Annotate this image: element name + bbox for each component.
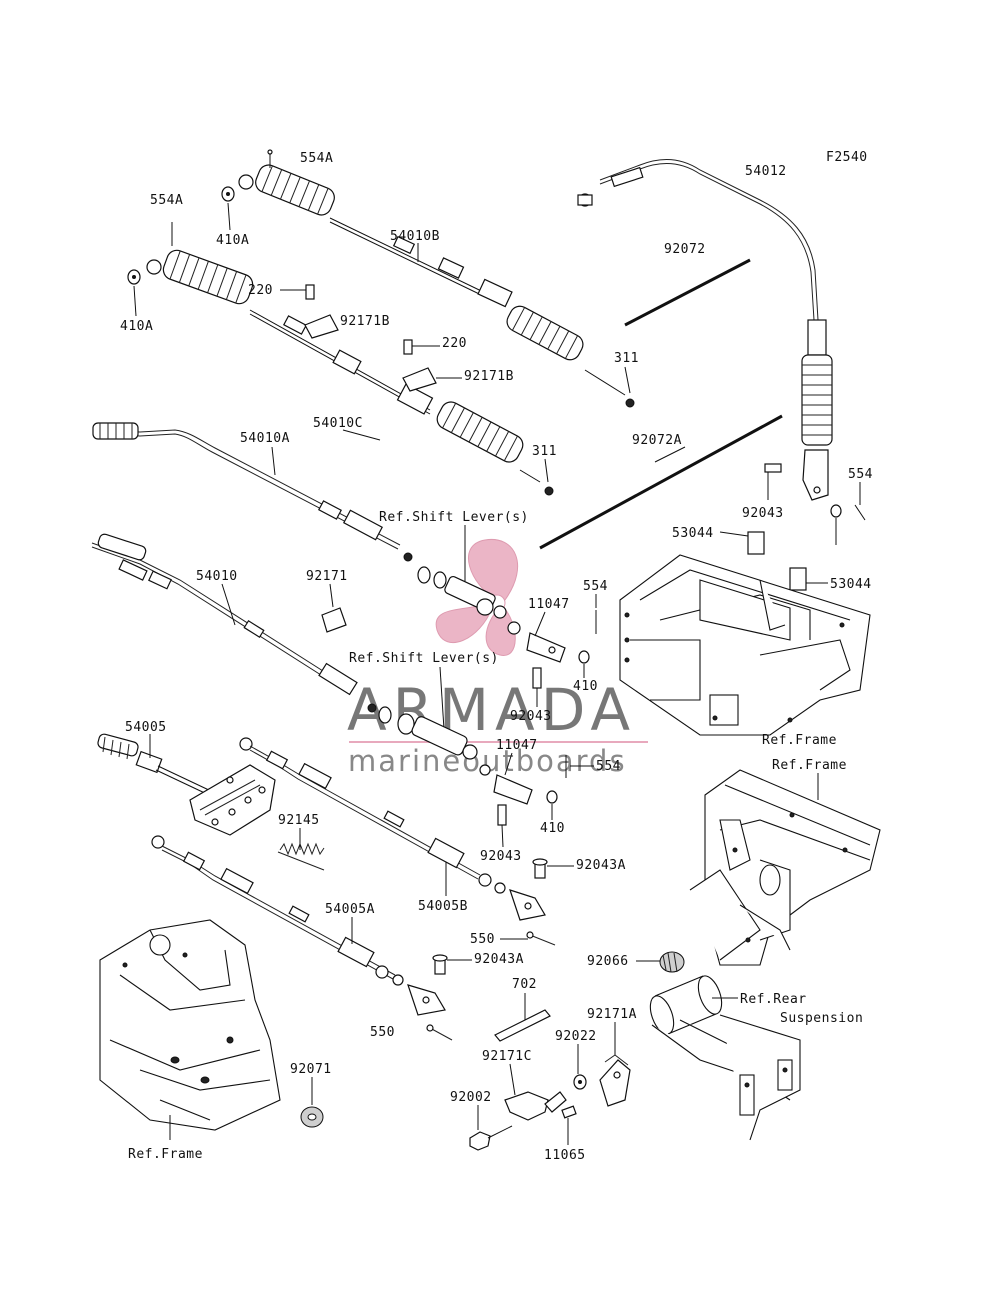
- rod-92072A: [539, 414, 783, 550]
- label-92043-mid: 92043: [510, 709, 552, 724]
- cotter-pin-554A-top: [267, 149, 273, 168]
- label-220-a: 220: [248, 283, 273, 298]
- label-92171: 92171: [306, 569, 348, 584]
- label-92043-right: 92043: [742, 506, 784, 521]
- cotter-pin-554-right: [854, 504, 866, 521]
- pin-92043-mid: [532, 667, 542, 689]
- shift-cable-54010: [91, 533, 377, 713]
- shift-cable-54010B: [238, 164, 635, 408]
- ref-frame-c: Ref.Frame: [128, 1147, 203, 1162]
- label-550-b: 550: [370, 1025, 395, 1040]
- label-92171B-a: 92171B: [340, 314, 390, 329]
- washer-410-right: [830, 504, 842, 518]
- label-410A-top: 410A: [216, 233, 249, 248]
- collar-11065: [561, 1105, 577, 1119]
- cap-92066: [659, 951, 685, 973]
- bolt-220-b: [403, 339, 440, 355]
- shift-cable-54005A: [151, 835, 446, 1016]
- label-92072: 92072: [664, 242, 706, 257]
- cotter-pin-550-b: [426, 1024, 453, 1041]
- label-11065: 11065: [544, 1148, 586, 1163]
- label-92022: 92022: [555, 1029, 597, 1044]
- label-554A-left: 554A: [150, 193, 183, 208]
- frame-middle-right: [689, 769, 881, 966]
- watermark-brand: ARMADA: [347, 676, 636, 744]
- shift-cable-54005: [97, 733, 276, 836]
- label-92071: 92071: [290, 1062, 332, 1077]
- frame-lower-left: [99, 919, 281, 1131]
- label-92171B-b: 92171B: [464, 369, 514, 384]
- bushing-53044-b: [789, 567, 807, 591]
- ref-frame-b: Ref.Frame: [772, 758, 847, 773]
- label-220-b: 220: [442, 336, 467, 351]
- shaft-702: [494, 1009, 551, 1042]
- label-54005B: 54005B: [418, 899, 468, 914]
- label-54005: 54005: [125, 720, 167, 735]
- label-92145: 92145: [278, 813, 320, 828]
- rod-92072: [624, 258, 751, 327]
- label-702: 702: [512, 977, 537, 992]
- bushing-53044-a: [747, 531, 765, 555]
- label-410-mid: 410: [573, 679, 598, 694]
- label-410-low: 410: [540, 821, 565, 836]
- label-92002: 92002: [450, 1090, 492, 1105]
- label-54010A: 54010A: [240, 431, 290, 446]
- label-11047-a: 11047: [528, 597, 570, 612]
- throttle-cable-54012: [577, 159, 833, 501]
- bolt-220-a: [280, 284, 315, 300]
- label-53044-b: 53044: [830, 577, 872, 592]
- shift-cable-54005B: [239, 737, 546, 921]
- ref-shift-lever-1: Ref.Shift Lever(s): [379, 510, 529, 525]
- label-92043A-b: 92043A: [474, 952, 524, 967]
- label-554A-top: 554A: [300, 151, 333, 166]
- label-53044-a: 53044: [672, 526, 714, 541]
- cotter-pin-550-a: [526, 931, 556, 946]
- label-92171A: 92171A: [587, 1007, 637, 1022]
- label-554-low: 554: [596, 759, 621, 774]
- label-410A-left: 410A: [120, 319, 153, 334]
- label-11047-b: 11047: [496, 738, 538, 753]
- label-311-a: 311: [614, 351, 639, 366]
- washer-410-low: [546, 790, 558, 804]
- label-54005A: 54005A: [325, 902, 375, 917]
- rear-suspension: [649, 975, 801, 1141]
- label-54010: 54010: [196, 569, 238, 584]
- bracket-92171A: [599, 1054, 631, 1107]
- washer-410-mid: [578, 650, 590, 664]
- shift-cable-54010A: [92, 422, 413, 562]
- label-54012: 54012: [745, 164, 787, 179]
- label-92066: 92066: [587, 954, 629, 969]
- ref-frame-a: Ref.Frame: [762, 733, 837, 748]
- label-54010C: 54010C: [313, 416, 363, 431]
- label-550-a: 550: [470, 932, 495, 947]
- bolt-92002: [469, 1125, 513, 1151]
- spring-92145: [277, 842, 325, 871]
- label-554-right: 554: [848, 467, 873, 482]
- clamp-92171: [321, 607, 347, 633]
- pin-92043-low: [497, 804, 507, 826]
- label-92043A-a: 92043A: [576, 858, 626, 873]
- cable-end-11047-b: [378, 706, 533, 805]
- ref-shift-lever-2: Ref.Shift Lever(s): [349, 651, 499, 666]
- ref-rear-suspension-line2: Suspension: [780, 1011, 863, 1026]
- pin-92043-right: [764, 463, 782, 473]
- bracket-92171C: [504, 1091, 567, 1121]
- propeller-logo-icon: [435, 538, 519, 656]
- shift-cable-54010C: [146, 249, 554, 496]
- label-92043-low: 92043: [480, 849, 522, 864]
- frame-upper-right: [619, 554, 871, 736]
- clamp-92171B-a: [304, 314, 339, 339]
- label-311-b: 311: [532, 444, 557, 459]
- label-54010B: 54010B: [390, 229, 440, 244]
- clamp-92171B-b: [402, 367, 437, 392]
- figure-code: F2540: [826, 150, 868, 165]
- label-554-mid: 554: [583, 579, 608, 594]
- ref-rear-suspension-line1: Ref.Rear: [740, 992, 807, 1007]
- label-92171C: 92171C: [482, 1049, 532, 1064]
- cable-end-11047-a: [417, 566, 566, 663]
- label-92072A: 92072A: [632, 433, 682, 448]
